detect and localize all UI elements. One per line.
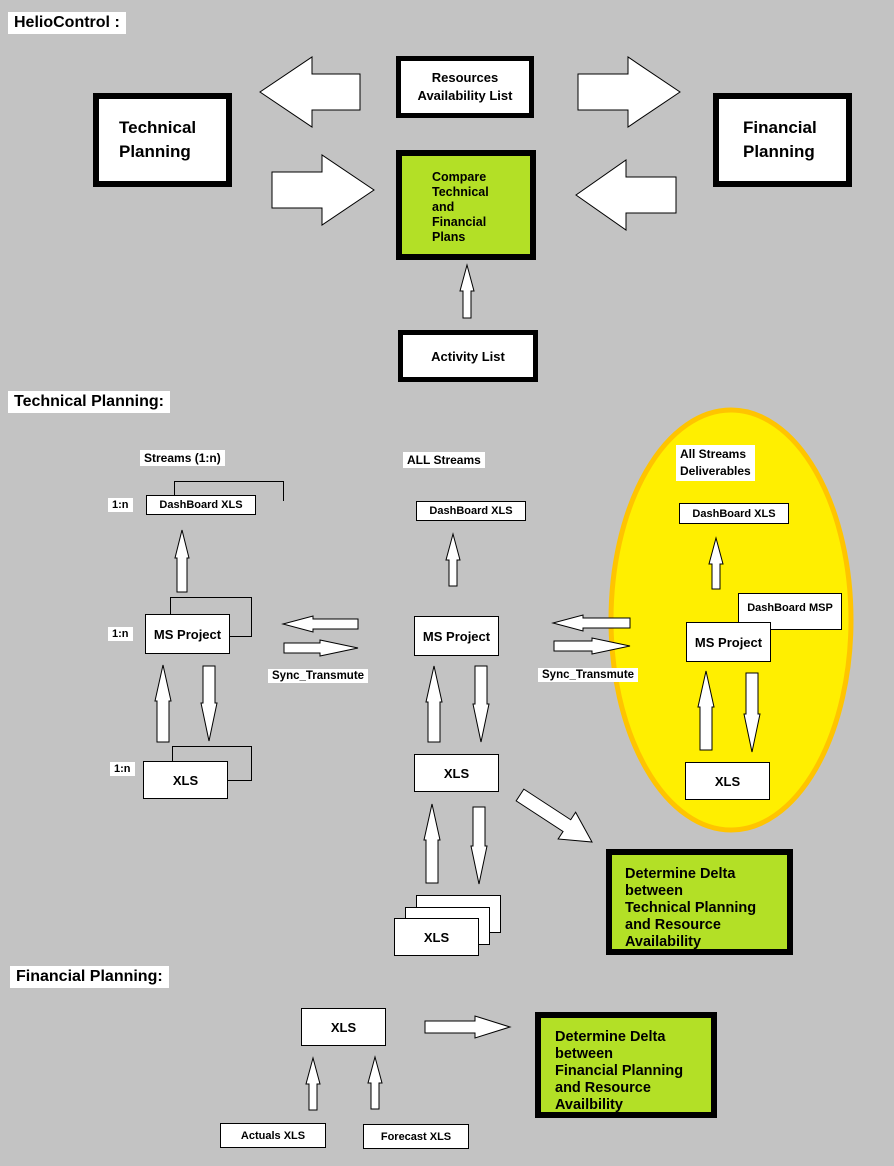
arrow-up-icon xyxy=(154,664,172,743)
arrow-left-icon xyxy=(281,615,359,633)
dashboard-msp-label: DashBoard MSP xyxy=(747,602,833,614)
msproject-ratio-label: 1:n xyxy=(108,627,133,641)
technical-delta-line: and Resource xyxy=(625,917,721,933)
dashboard-ratio-label: 1:n xyxy=(108,498,133,512)
deliverables-dashboard-xls-label: DashBoard XLS xyxy=(692,507,776,520)
streams-ms-project-label: MS Project xyxy=(153,626,222,642)
financial-delta-line: and Resource xyxy=(555,1080,651,1096)
technical-planning-label: Technical Planning xyxy=(119,118,197,161)
arrow-up-icon xyxy=(367,1055,383,1110)
arrow-up-icon xyxy=(708,536,724,590)
compare-line: Financial xyxy=(432,215,487,229)
arrow-left-icon xyxy=(551,614,631,632)
financial-delta-line: Financial Planning xyxy=(555,1063,684,1079)
all-streams-column-title: ALL Streams xyxy=(403,452,485,468)
arrow-right-icon xyxy=(283,639,359,657)
section-title-financial-planning: Financial Planning: xyxy=(10,966,169,988)
actuals-xls-box[interactable]: Actuals XLS xyxy=(220,1123,326,1148)
deliverables-dashboard-xls-box[interactable]: DashBoard XLS xyxy=(679,503,789,524)
forecast-xls-box[interactable]: Forecast XLS xyxy=(363,1124,469,1149)
section-title-technical-planning: Technical Planning: xyxy=(8,391,170,413)
financial-xls-label: XLS xyxy=(330,1019,357,1035)
streams-ms-project-box[interactable]: MS Project xyxy=(145,614,230,654)
technical-delta-line: Technical Planning xyxy=(625,900,757,916)
arrow-right-icon xyxy=(424,1015,512,1039)
all-streams-ms-project-label: MS Project xyxy=(422,628,491,644)
arrow-up-icon xyxy=(423,803,441,884)
xls-stack-label: XLS xyxy=(423,929,450,945)
financial-xls-box[interactable]: XLS xyxy=(301,1008,386,1046)
all-streams-ms-project-box[interactable]: MS Project xyxy=(414,616,499,656)
compare-line: Technical xyxy=(432,185,489,199)
section-title-heliocontrol: HelioControl : xyxy=(8,12,126,34)
financial-planning-label: Financial Planning xyxy=(743,118,817,161)
financial-delta-line: Availbility xyxy=(555,1097,623,1113)
deliverables-xls-label: XLS xyxy=(714,773,741,789)
compare-plans-box[interactable]: Compare Technical and Financial Plans xyxy=(396,150,536,260)
arrow-down-icon xyxy=(200,665,218,742)
arrow-up-icon xyxy=(697,670,715,751)
arrow-right-icon xyxy=(553,637,631,655)
compare-line: and xyxy=(432,200,455,214)
technical-delta-line: Determine Delta xyxy=(625,866,736,882)
arrow-up-icon xyxy=(305,1056,321,1111)
arrow-up-icon xyxy=(425,665,443,743)
deliverables-title-line2: Deliverables xyxy=(680,464,751,478)
resources-availability-list-box[interactable]: Resources Availability List xyxy=(396,56,534,118)
arrow-down-icon xyxy=(472,665,490,743)
streams-dashboard-xls-label: DashBoard XLS xyxy=(159,499,243,511)
streams-xls-label: XLS xyxy=(172,772,199,788)
forecast-xls-label: Forecast XLS xyxy=(380,1130,452,1143)
xls-ratio-label: 1:n xyxy=(110,762,135,776)
streams-column-title: Streams (1:n) xyxy=(140,450,225,466)
resources-label-line2: Availability List xyxy=(417,88,513,103)
arrow-diagonal-icon xyxy=(515,788,593,843)
financial-delta-box[interactable]: Determine Delta between Financial Planni… xyxy=(535,1012,717,1118)
arrow-left-icon xyxy=(575,159,677,231)
streams-xls-box[interactable]: XLS xyxy=(143,761,228,799)
technical-delta-line: between xyxy=(625,883,684,899)
all-streams-dashboard-xls-box[interactable]: DashBoard XLS xyxy=(416,501,526,521)
technical-delta-box[interactable]: Determine Delta between Technical Planni… xyxy=(606,849,793,955)
arrow-right-icon xyxy=(271,154,375,226)
all-streams-dashboard-xls-label: DashBoard XLS xyxy=(429,505,513,517)
financial-delta-line: between xyxy=(555,1046,614,1062)
deliverables-ms-project-box[interactable]: MS Project xyxy=(686,622,771,662)
deliverables-title-line1: All Streams xyxy=(680,447,747,461)
arrow-up-icon xyxy=(445,532,461,587)
all-streams-xls-box[interactable]: XLS xyxy=(414,754,499,792)
financial-delta-line: Determine Delta xyxy=(555,1029,666,1045)
sync-transmute-label-left: Sync_Transmute xyxy=(268,669,369,683)
sync-transmute-label-right: Sync_Transmute xyxy=(538,668,639,682)
dashboard-stack-bracket xyxy=(174,481,284,501)
technical-planning-box[interactable]: Technical Planning xyxy=(93,93,232,187)
activity-list-label: Activity List xyxy=(431,348,505,364)
compare-line: Plans xyxy=(432,230,466,244)
activity-list-box[interactable]: Activity List xyxy=(398,330,538,382)
dashboard-msp-box[interactable]: DashBoard MSP xyxy=(738,593,842,630)
arrow-up-icon xyxy=(459,263,475,319)
deliverables-xls-box[interactable]: XLS xyxy=(685,762,770,800)
resources-label-line1: Resources xyxy=(431,70,499,85)
financial-planning-box[interactable]: Financial Planning xyxy=(713,93,852,187)
all-streams-xls-label: XLS xyxy=(443,765,470,781)
streams-dashboard-xls-box[interactable]: DashBoard XLS xyxy=(146,495,256,515)
deliverables-ms-project-label: MS Project xyxy=(694,634,763,650)
arrow-right-icon xyxy=(577,56,681,128)
xls-stack-front-box[interactable]: XLS xyxy=(394,918,479,956)
compare-line: Compare xyxy=(432,170,487,184)
technical-delta-line: Availability xyxy=(625,934,702,950)
arrow-up-icon xyxy=(174,529,190,593)
deliverables-column-title: All Streams Deliverables xyxy=(676,445,755,481)
actuals-xls-label: Actuals XLS xyxy=(240,1129,306,1142)
arrow-down-icon xyxy=(743,672,761,753)
arrow-down-icon xyxy=(470,806,488,885)
arrow-left-icon xyxy=(259,56,361,128)
